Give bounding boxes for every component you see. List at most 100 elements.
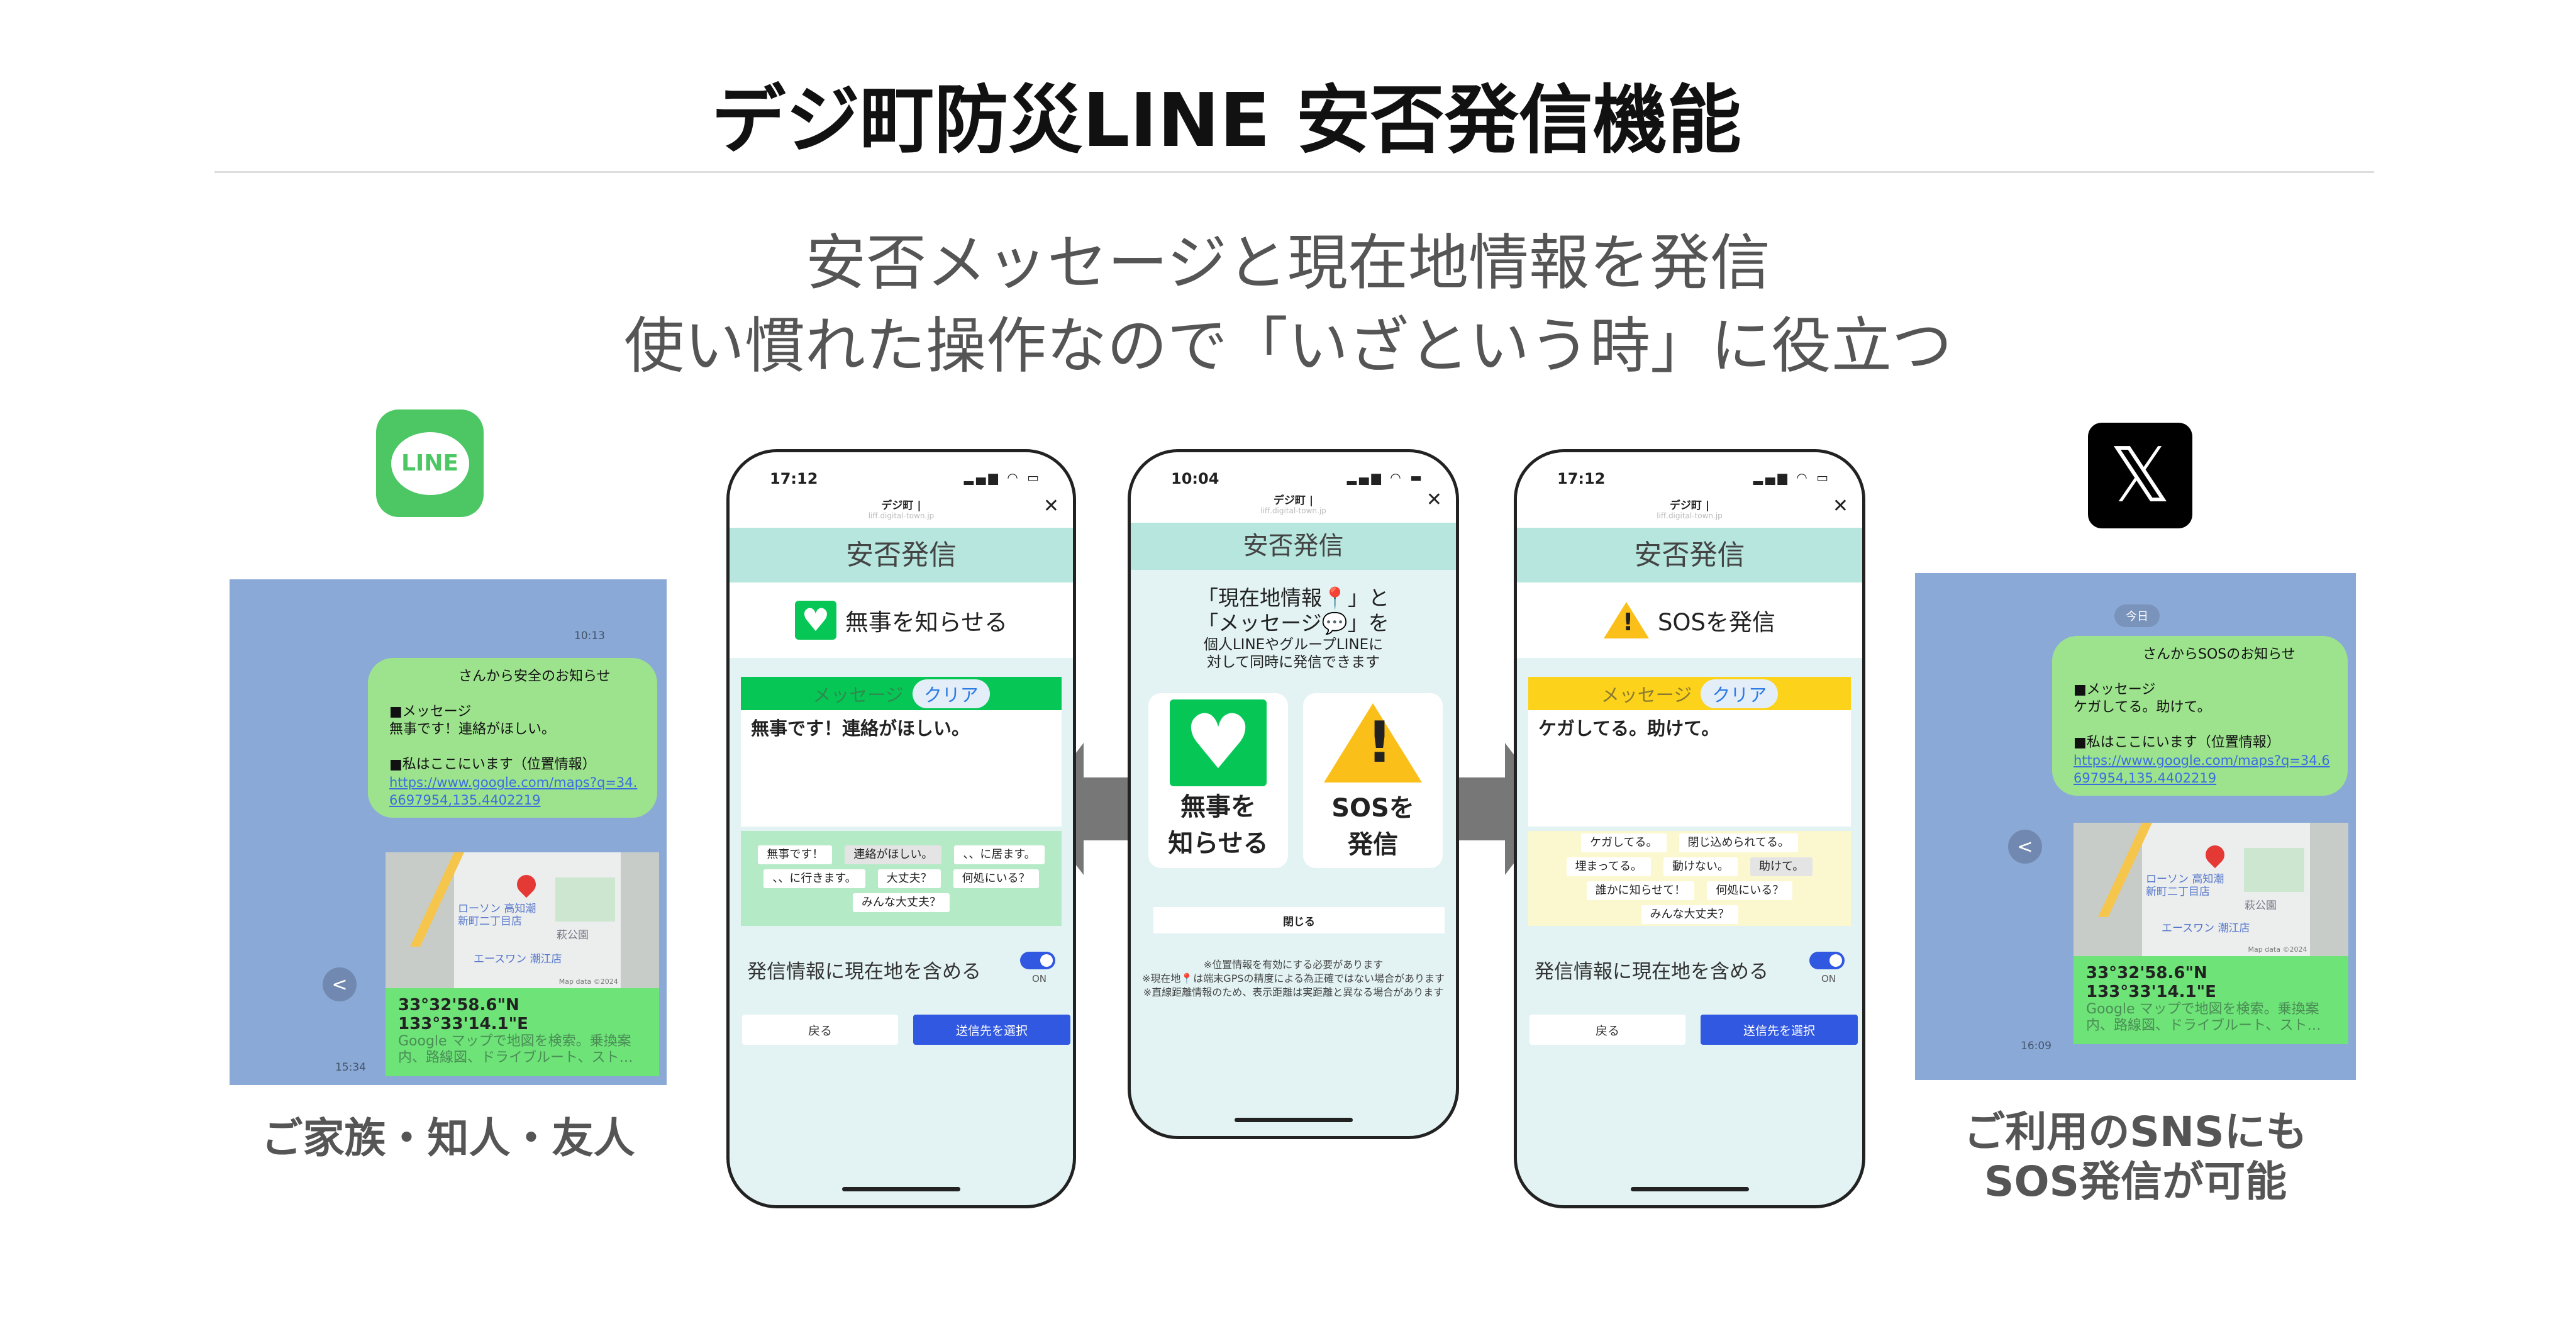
right-caption-line-1: ご利用のSNSにも (1963, 1108, 2307, 1156)
map-poi: ローソン 高知潮新町二丁目店 (458, 903, 546, 928)
select-recipient-button[interactable]: 送信先を選択 (913, 1015, 1070, 1045)
spacer (389, 738, 645, 756)
intro-line: 個人LINEやグループLINEに (1203, 637, 1384, 653)
intro-line: 「メッセージ💬」を (1197, 611, 1389, 635)
card-label: 発信 (1348, 830, 1398, 859)
location-toggle-row: 発信情報に現在地を含める ON (1535, 952, 1845, 984)
site-title: デジ町 | (1669, 499, 1710, 512)
line-chat-safe: 10:13 さんから安全のお知らせ ■メッセージ 無事です！連絡がほしい。 ■私… (230, 579, 667, 1085)
bubble-title: さんからSOSのお知らせ (2143, 647, 2296, 662)
toggle-state: ON (1821, 973, 1836, 984)
phrase-chip[interactable]: 助けて。 (1750, 857, 1813, 876)
share-icon[interactable]: < (2008, 830, 2042, 864)
divider (214, 171, 2374, 173)
home-indicator (842, 1187, 960, 1191)
phrase-chip[interactable]: 閉じ込められてる。 (1679, 833, 1798, 852)
location-toggle[interactable] (1020, 952, 1055, 969)
spacer (2074, 716, 2335, 734)
map-park-label: 萩公園 (2245, 899, 2277, 912)
map-desc: Google マップで地図を検索。乗換案内、路線図、ドライブルート、スト… (398, 1033, 633, 1066)
phrase-chip[interactable]: 無事です！ (758, 845, 833, 864)
msg-text: ケガしてる。助けて。 (2074, 699, 2211, 715)
map-poi: エースワン 潮江店 (474, 953, 562, 966)
msg-text: 無事です！連絡がほしい。 (389, 721, 556, 737)
phrase-chip[interactable]: ケガしてる。 (1581, 833, 1667, 852)
bubble-title: さんから安全のお知らせ (458, 669, 611, 684)
phone-sos-screen: 17:12 ▂▄▆ ◠ ▭ デジ町 | liff.digital-town.jp… (1514, 449, 1865, 1208)
message-bubble: さんから安全のお知らせ ■メッセージ 無事です！連絡がほしい。 ■私はここにいま… (368, 658, 657, 818)
phrase-chip[interactable]: 何処にいる？ (953, 869, 1039, 888)
phrase-chip[interactable]: みんな大丈夫？ (1641, 905, 1738, 924)
intro-line: 対して同時に発信できます (1206, 654, 1380, 671)
phrase-chip[interactable]: 埋まってる。 (1566, 857, 1651, 876)
phrase-chip[interactable]: 大丈夫？ (877, 869, 941, 888)
map-poi: エースワン 潮江店 (2162, 922, 2250, 935)
site-title: デジ町 | (881, 499, 921, 512)
share-icon[interactable]: < (323, 967, 357, 1001)
home-indicator (1234, 1118, 1353, 1122)
heart-icon: ♥ (794, 601, 836, 640)
clock: 10:04 (1171, 470, 1219, 487)
phrase-chip[interactable]: 何処にいる？ (1707, 881, 1793, 900)
heading-text: 無事を知らせる (845, 609, 1008, 636)
card-label: 知らせる (1168, 829, 1269, 858)
sos-card-button[interactable]: ! SOSを 発信 (1303, 693, 1443, 868)
phrase-chip[interactable]: 連絡がほしい。 (845, 845, 942, 864)
coords: 33°32'58.6"N 133°33'14.1"E (2086, 964, 2216, 1001)
map-data-label: Map data ©2024 (558, 977, 618, 986)
map-desc: Google マップで地図を検索。乗換案内、路線図、ドライブルート、スト… (2086, 1001, 2321, 1034)
message-input[interactable]: ケガしてる。助けて。 (1528, 710, 1851, 827)
phrase-chip[interactable]: 、、に居ます。 (954, 845, 1045, 864)
note: ※現在地📍は端末GPSの精度による為正確ではない場合があります (1141, 972, 1445, 984)
quick-phrases: ケガしてる。閉じ込められてる。埋まってる。動けない。助けて。誰かに知らせて！ 何処… (1528, 831, 1851, 926)
back-button[interactable]: 戻る (742, 1015, 898, 1045)
close-button[interactable]: 閉じる (1153, 907, 1445, 933)
location-toggle[interactable] (1809, 952, 1845, 969)
status-bar: 17:12 ▂▄▆ ◠ ▭ デジ町 | liff.digital-town.jp… (730, 452, 1073, 528)
site-url: liff.digital-town.jp (868, 511, 935, 520)
card-label: 無事を (1180, 793, 1256, 821)
message-time: 16:09 (2021, 1040, 2051, 1052)
safe-card-button[interactable]: ♥ 無事を 知らせる (1148, 693, 1288, 868)
close-icon[interactable]: ✕ (1426, 489, 1442, 511)
site-url: liff.digital-town.jp (1657, 511, 1723, 520)
message-header: メッセージ クリア (741, 677, 1062, 710)
notes: ※位置情報を有効にする必要があります ※現在地📍は端末GPSの精度による為正確で… (1131, 958, 1456, 1000)
site-title: デジ町 | (1273, 494, 1314, 507)
mode-heading: ♥ 無事を知らせる (730, 582, 1073, 658)
phrase-chip[interactable]: 誰かに知らせて！ (1586, 881, 1695, 900)
message-bubble: さんからSOSのお知らせ ■メッセージ ケガしてる。助けて。 ■私はここにいます… (2052, 636, 2348, 796)
phrase-chip[interactable]: 動けない。 (1663, 857, 1738, 876)
quick-phrases: 無事です！ 連絡がほしい。、、に居ます。、、に行きます。大丈夫？ 何処にいる？みんな… (741, 831, 1062, 926)
map-preview[interactable]: ローソン 高知潮新町二丁目店 萩公園 エースワン 潮江店 Map data ©2… (2074, 823, 2348, 1044)
status-bar: 17:12 ▂▄▆ ◠ ▭ デジ町 | liff.digital-town.jp… (1517, 452, 1862, 528)
signal-wifi-battery-icon: ▂▄▆ ◠ ▬ (1346, 470, 1424, 485)
left-caption: ご家族・知人・友人 (261, 1114, 635, 1162)
location-toggle-row: 発信情報に現在地を含める ON (747, 952, 1055, 984)
map-preview[interactable]: ローソン 高知潮新町二丁目店 萩公園 エースワン 潮江店 Map data ©2… (386, 852, 659, 1076)
select-recipient-button[interactable]: 送信先を選択 (1701, 1015, 1858, 1045)
phrase-chip[interactable]: 、、に行きます。 (763, 869, 865, 888)
clear-button[interactable]: クリア (912, 679, 990, 708)
msg-label: ■メッセージ (2074, 682, 2156, 698)
message-input[interactable]: 無事です！連絡がほしい。 (741, 710, 1062, 827)
page-title: デジ町防災LINE 安否発信機能 (711, 77, 1741, 164)
close-icon[interactable]: ✕ (1043, 495, 1059, 517)
note: ※直線距離情報のため、表示距離は実距離と異なる場合があります (1143, 986, 1444, 998)
clear-button[interactable]: クリア (1701, 679, 1779, 708)
map-link[interactable]: https://www.google.com/maps?q=34.6697954… (389, 775, 638, 808)
right-caption-line-2: SOS発信が可能 (1984, 1157, 2287, 1206)
phone-safe-screen: 17:12 ▂▄▆ ◠ ▭ デジ町 | liff.digital-town.jp… (726, 449, 1076, 1208)
band-title: 安否発信 (1131, 523, 1456, 570)
subtitle-line-1: 安否メッセージと現在地情報を発信 (805, 228, 1771, 298)
phrase-chip[interactable]: みんな大丈夫？ (853, 893, 950, 912)
status-bar: 10:04 ▂▄▆ ◠ ▬ デジ町 | liff.digital-town.jp… (1131, 452, 1456, 528)
map-park (555, 877, 616, 922)
line-chat-sos: 今日 さんからSOSのお知らせ ■メッセージ ケガしてる。助けて。 ■私はここに… (1915, 573, 2356, 1080)
close-icon[interactable]: ✕ (1832, 495, 1848, 517)
back-button[interactable]: 戻る (1530, 1015, 1685, 1045)
map-poi-label: ローソン 高知潮新町二丁目店 (2146, 873, 2224, 898)
map-link[interactable]: https://www.google.com/maps?q=34.6697954… (2074, 753, 2330, 786)
